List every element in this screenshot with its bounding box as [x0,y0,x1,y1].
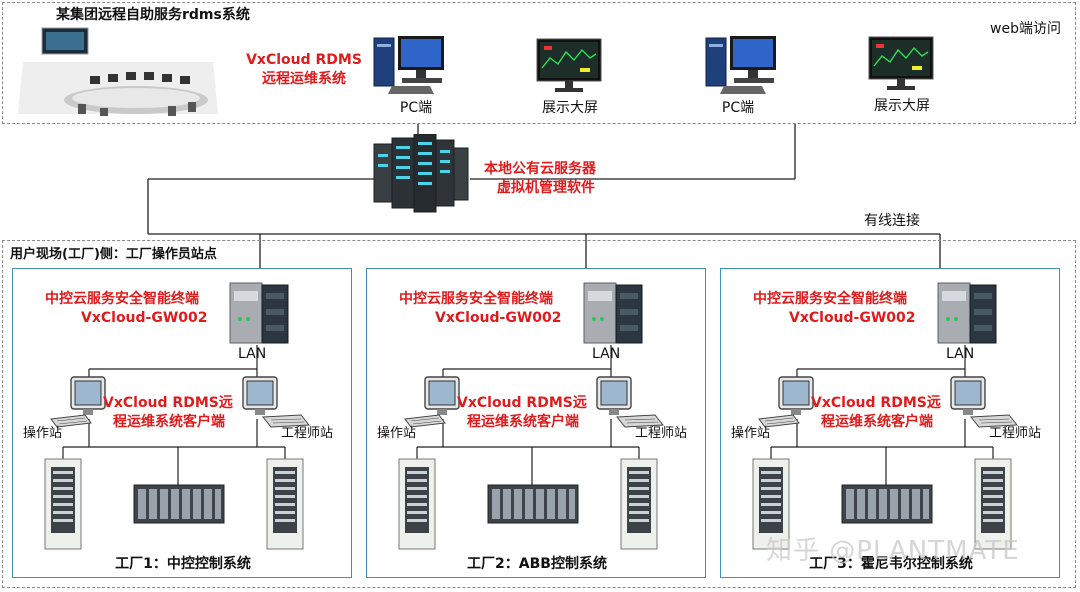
plant-network-lines [416,345,640,487]
screen-label-2: 展示大屏 [874,98,930,114]
engineer-workstation-icon [596,376,664,428]
io-module-rack-icon [133,484,225,524]
server-label-line2: 虚拟机管理软件 [497,180,595,196]
io-module-rack-icon [487,484,579,524]
engineer-workstation-icon [242,376,310,428]
gateway-device-icon [937,282,997,344]
gateway-label-line2: VxCloud-GW002 [789,310,916,326]
client-label-line1: VxCloud RDMS远 [103,395,233,411]
lan-label: LAN [238,346,267,362]
client-label-line1: VxCloud RDMS远 [811,395,941,411]
client-label-line2: 程运维系统客户端 [821,414,933,430]
server-rack-icon [373,134,469,213]
pc-icon [705,36,776,94]
pc-label-1: PC端 [399,100,433,116]
operator-workstation-icon [758,376,814,428]
gateway-label-line2: VxCloud-GW002 [81,310,208,326]
lan-label: LAN [592,346,621,362]
top-region [2,2,1076,124]
control-cabinet-icon [398,458,436,550]
control-cabinet-icon [44,458,82,550]
plant-panel-2: 中控云服务安全智能终端 VxCloud-GW002 LAN [366,268,706,578]
operator-station-label: 操作站 [731,426,771,441]
operator-station-label: 操作站 [23,426,63,441]
gateway-label-line1: 中控云服务安全智能终端 [753,291,907,307]
watermark: 知乎 @PLANTMATE [766,536,1020,566]
plant-panel-3: 中控云服务安全智能终端 VxCloud-GW002 LAN [720,268,1060,578]
operator-station-label: 操作站 [377,426,417,441]
site-region [2,240,1076,588]
control-cabinet-icon [752,458,790,550]
screen-label-1: 展示大屏 [542,100,598,116]
control-room-illustration [18,27,218,116]
rdms-title-line1: VxCloud RDMS [246,52,362,68]
client-label-line1: VxCloud RDMS远 [457,395,587,411]
operator-workstation-icon [404,376,460,428]
operator-workstation-icon [50,376,106,428]
plant-panel-1: 中控云服务安全智能终端 VxCloud-GW002 LAN [12,268,352,578]
lan-label: LAN [946,346,975,362]
wired-connection-label: 有线连接 [864,213,920,229]
io-module-rack-icon [841,484,933,524]
web-access-label: web端访问 [990,21,1061,37]
pc-label-2: PC端 [721,100,755,116]
gateway-device-icon [583,282,643,344]
engineer-station-label: 工程师站 [635,426,688,441]
group-title: 某集团远程自助服务rdms系统 [56,7,250,23]
gateway-label-line2: VxCloud-GW002 [435,310,562,326]
pc-icon [373,36,444,94]
site-title: 用户现场(工厂)侧：工厂操作员站点 [10,247,217,262]
engineer-station-label: 工程师站 [281,426,334,441]
engineer-workstation-icon [950,376,1018,428]
control-cabinet-icon [266,458,304,550]
server-label-line1: 本地公有云服务器 [484,161,596,177]
gateway-label-line1: 中控云服务安全智能终端 [45,291,199,307]
control-cabinet-icon [620,458,658,550]
display-screen-icon [536,38,602,92]
client-label-line2: 程运维系统客户端 [467,414,579,430]
plant-caption: 工厂1：中控控制系统 [115,556,251,572]
gateway-label-line1: 中控云服务安全智能终端 [399,291,553,307]
plant-caption: 工厂2：ABB控制系统 [467,556,607,572]
plant-caption: 工厂3：霍尼韦尔控制系统 [809,556,973,572]
rdms-title-line2: 远程运维系统 [262,71,346,87]
gateway-device-icon [229,282,289,344]
plant-network-lines [62,345,286,487]
plant-network-lines [770,345,994,487]
control-cabinet-icon [974,458,1012,550]
display-screen-icon [868,36,934,90]
client-label-line2: 程运维系统客户端 [113,414,225,430]
engineer-station-label: 工程师站 [989,426,1042,441]
